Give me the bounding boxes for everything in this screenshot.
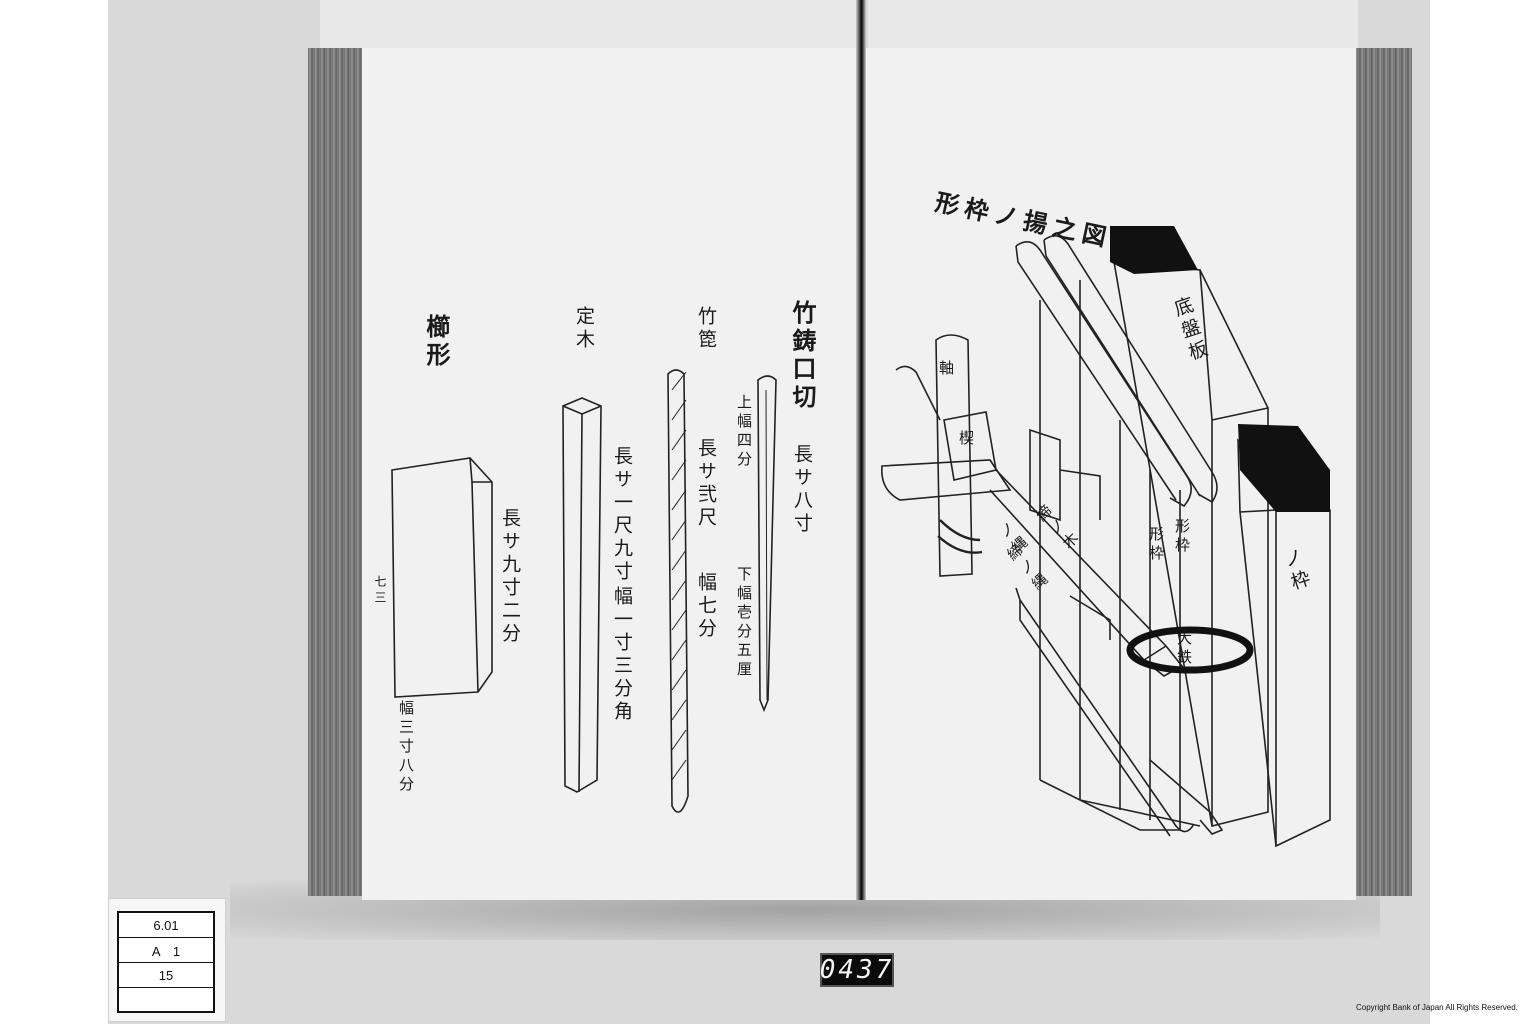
- catalog-cell: A 1: [119, 938, 213, 963]
- black-blocks: [1110, 226, 1330, 512]
- spout-length-label: 長サ八寸: [791, 444, 813, 536]
- book-gutter: [856, 0, 866, 900]
- left-page-stack: [308, 48, 366, 896]
- catalog-card: 6.01 A 1 15: [108, 898, 226, 1022]
- form-frame-label-a: 形枠: [1147, 526, 1165, 564]
- shaft-label: 軸: [937, 360, 955, 379]
- wedge-label: 楔: [957, 430, 975, 449]
- copyright-notice: Copyright Bank of Japan All Rights Reser…: [1356, 1003, 1518, 1012]
- catalog-cell: 6.01: [119, 913, 213, 938]
- comb-side-number: 七三: [373, 575, 387, 607]
- mould-frame-lifting-drawing: [881, 235, 1331, 848]
- ruler-width-label: 幅一寸三分角: [611, 586, 633, 724]
- previous-pages-top: [320, 0, 856, 48]
- iron-ring-label: 大鉄: [1175, 630, 1193, 668]
- comb-length-label: 長サ九寸二分: [499, 508, 521, 646]
- left-page: [362, 48, 858, 900]
- spout-cutter-drawing: [757, 375, 777, 713]
- right-page-stack: [1352, 48, 1412, 896]
- bamboo-width-label: 幅七分: [695, 572, 717, 641]
- catalog-cell: 15: [119, 963, 213, 988]
- spout-bottom-width-label: 下幅壱分五厘: [735, 566, 753, 680]
- catalog-card-table: 6.01 A 1 15: [117, 911, 215, 1013]
- spout-cutter-title: 竹鋳口切: [788, 300, 817, 412]
- bamboo-spatula-drawing: [667, 369, 689, 813]
- form-frame-label-b: 形枠: [1173, 518, 1191, 556]
- ruler-drawing: [562, 397, 602, 793]
- comb-width-label: 幅三寸八分: [397, 700, 415, 795]
- spout-top-width-label: 上幅四分: [735, 394, 753, 470]
- bamboo-length-label: 長サ弐尺: [695, 438, 717, 530]
- frame-number: 0437: [819, 953, 895, 987]
- catalog-cell: [119, 988, 213, 1012]
- next-pages-top: [868, 0, 1358, 48]
- ruler-length-label: 長サ一尺九寸: [611, 446, 633, 584]
- bamboo-spatula-title: 竹箆: [695, 306, 717, 352]
- comb-form-title: 櫛形: [422, 314, 451, 370]
- comb-form-drawing: [391, 457, 493, 698]
- ruler-title: 定木: [573, 306, 595, 352]
